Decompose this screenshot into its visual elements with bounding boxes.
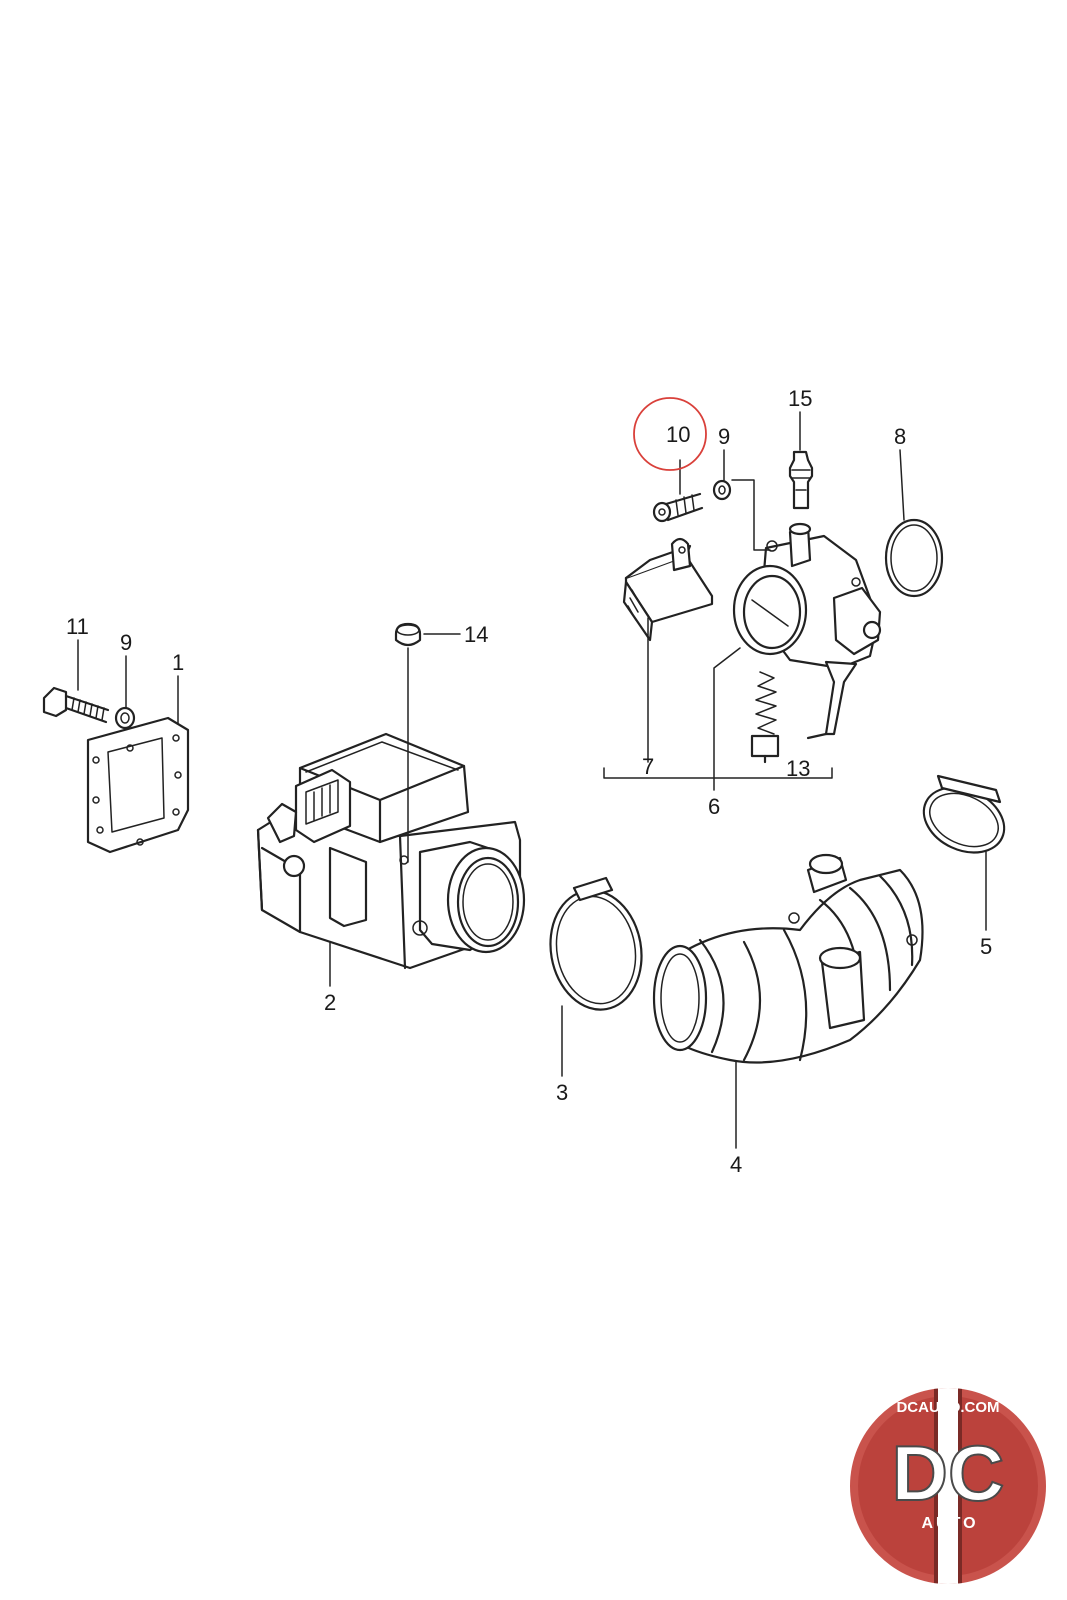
callout-labels: 1 2 3 4 5 6 7 8 9 9 10 11 13 14 15 — [66, 386, 992, 1177]
logo-top-text: DCAUTO.COM — [896, 1399, 999, 1416]
hose-clamp-part-3 — [549, 876, 643, 1011]
logo-sub-text: AUTO — [921, 1515, 978, 1532]
spring-sensor-part-13 — [750, 671, 780, 764]
cap-part-14 — [394, 622, 422, 647]
callout-8: 8 — [894, 424, 906, 449]
callout-2: 2 — [324, 990, 336, 1015]
intake-hose-part-4 — [652, 853, 924, 1064]
callout-4: 4 — [730, 1152, 742, 1177]
callout-7: 7 — [642, 754, 654, 779]
callout-9-right: 9 — [718, 424, 730, 449]
callout-3: 3 — [556, 1080, 568, 1105]
throttle-body-part-6 — [732, 522, 882, 740]
callout-13: 13 — [786, 756, 810, 781]
o-ring-part-8 — [884, 518, 944, 598]
logo-main-text: DC — [892, 1429, 1005, 1517]
callout-6: 6 — [708, 794, 720, 819]
washer-part-9-right — [712, 479, 732, 501]
callout-9-left: 9 — [120, 630, 132, 655]
airflow-meter-part-2 — [256, 732, 526, 970]
throttle-switch-part-7 — [622, 537, 714, 642]
leader-lines — [77, 411, 987, 1149]
callout-10: 10 — [666, 422, 690, 447]
dcauto-logo: DCAUTO.COM DC AUTO — [850, 1388, 1046, 1584]
hose-clamp-part-5 — [922, 774, 1006, 854]
callout-5: 5 — [980, 934, 992, 959]
washer-part-9-left — [114, 706, 136, 730]
callout-1: 1 — [172, 650, 184, 675]
highlight-circle — [633, 397, 707, 471]
callout-11: 11 — [66, 614, 89, 639]
bolt-part-11 — [42, 686, 110, 724]
valve-part-15 — [788, 450, 814, 510]
callout-15: 15 — [788, 386, 812, 411]
screw-part-10 — [652, 492, 704, 523]
callout-14: 14 — [464, 622, 488, 647]
gasket-part-1 — [86, 716, 190, 854]
